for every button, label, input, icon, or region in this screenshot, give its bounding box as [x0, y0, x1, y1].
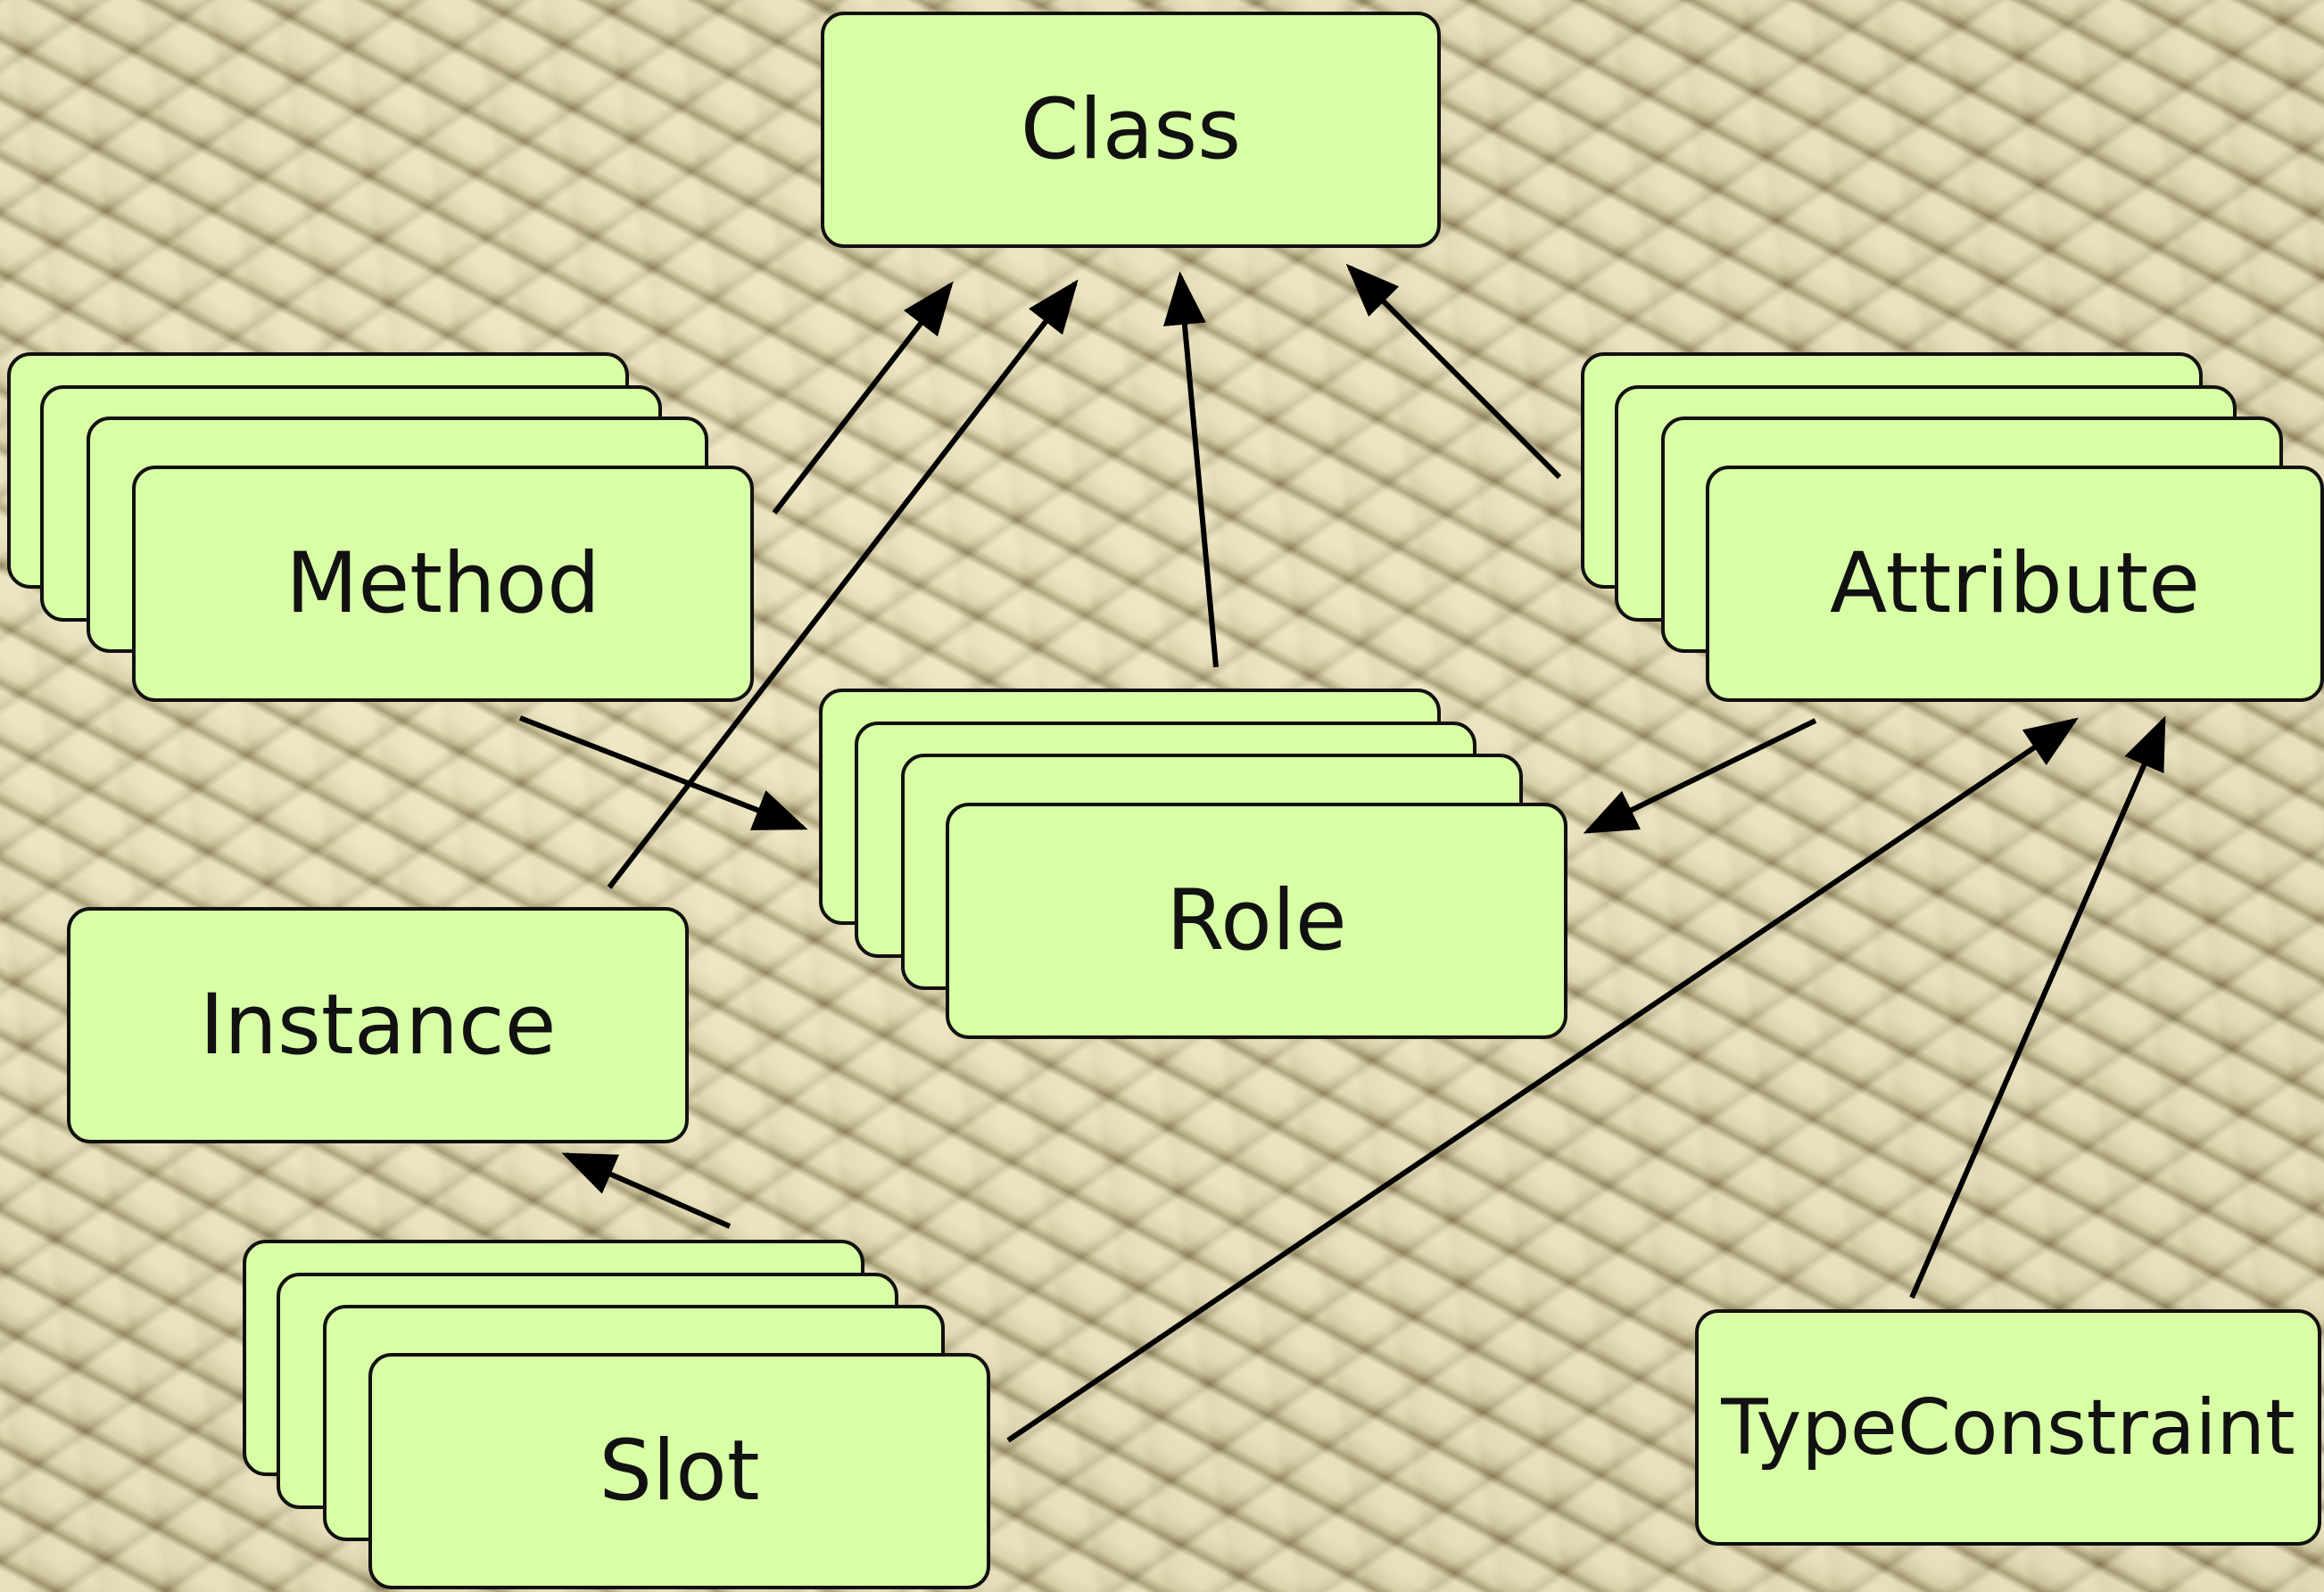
instance-label: Instance — [199, 977, 557, 1074]
edge-slot-instance — [561, 1152, 732, 1229]
edge-slot-attribute — [1006, 717, 2079, 1443]
class-node: Class — [821, 12, 1441, 248]
typeconstraint-label: TypeConstraint — [1721, 1382, 2295, 1472]
role-node: Role — [946, 803, 1567, 1039]
edge-typeconstraint-attribute — [1909, 715, 2166, 1299]
edge-role-class — [1163, 271, 1219, 668]
edge-method-class — [772, 281, 954, 515]
edge-attribute-class — [1345, 263, 1562, 480]
attribute-node: Attribute — [1706, 466, 2324, 702]
typeconstraint-node: TypeConstraint — [1695, 1309, 2321, 1546]
method-node: Method — [132, 466, 754, 702]
attribute-label: Attribute — [1829, 535, 2201, 632]
slot-label: Slot — [599, 1423, 760, 1520]
edge-attribute-role — [1583, 718, 1817, 834]
class-label: Class — [1020, 81, 1242, 178]
edge-instance-class — [607, 279, 1079, 889]
role-label: Role — [1166, 872, 1347, 969]
slot-node: Slot — [368, 1353, 990, 1589]
method-label: Method — [285, 535, 600, 632]
edge-method-role — [518, 715, 808, 830]
instance-node: Instance — [67, 907, 689, 1143]
